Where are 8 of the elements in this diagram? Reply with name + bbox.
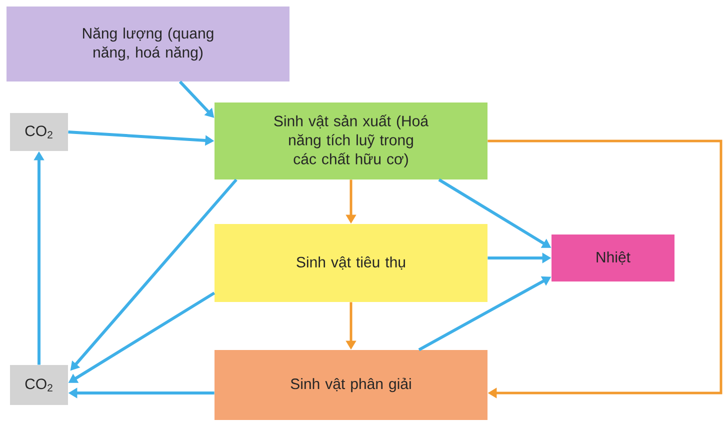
heat-box: Nhiệt bbox=[552, 234, 674, 282]
arrow bbox=[488, 140, 722, 398]
process-box: Sinh vật phân giải bbox=[214, 350, 488, 420]
co2-box: CO$_{2}$ bbox=[10, 113, 68, 151]
energy-box: Năng lượng (quang năng, hoá năng) bbox=[6, 6, 290, 82]
co2-box: CO$_{2}$ bbox=[10, 365, 68, 405]
process-box: Sinh vật tiêu thụ bbox=[214, 224, 488, 302]
process-box: Sinh vật sản xuất (Hoá năng tích luỹ trong các chất hữu cơ) bbox=[214, 102, 488, 180]
